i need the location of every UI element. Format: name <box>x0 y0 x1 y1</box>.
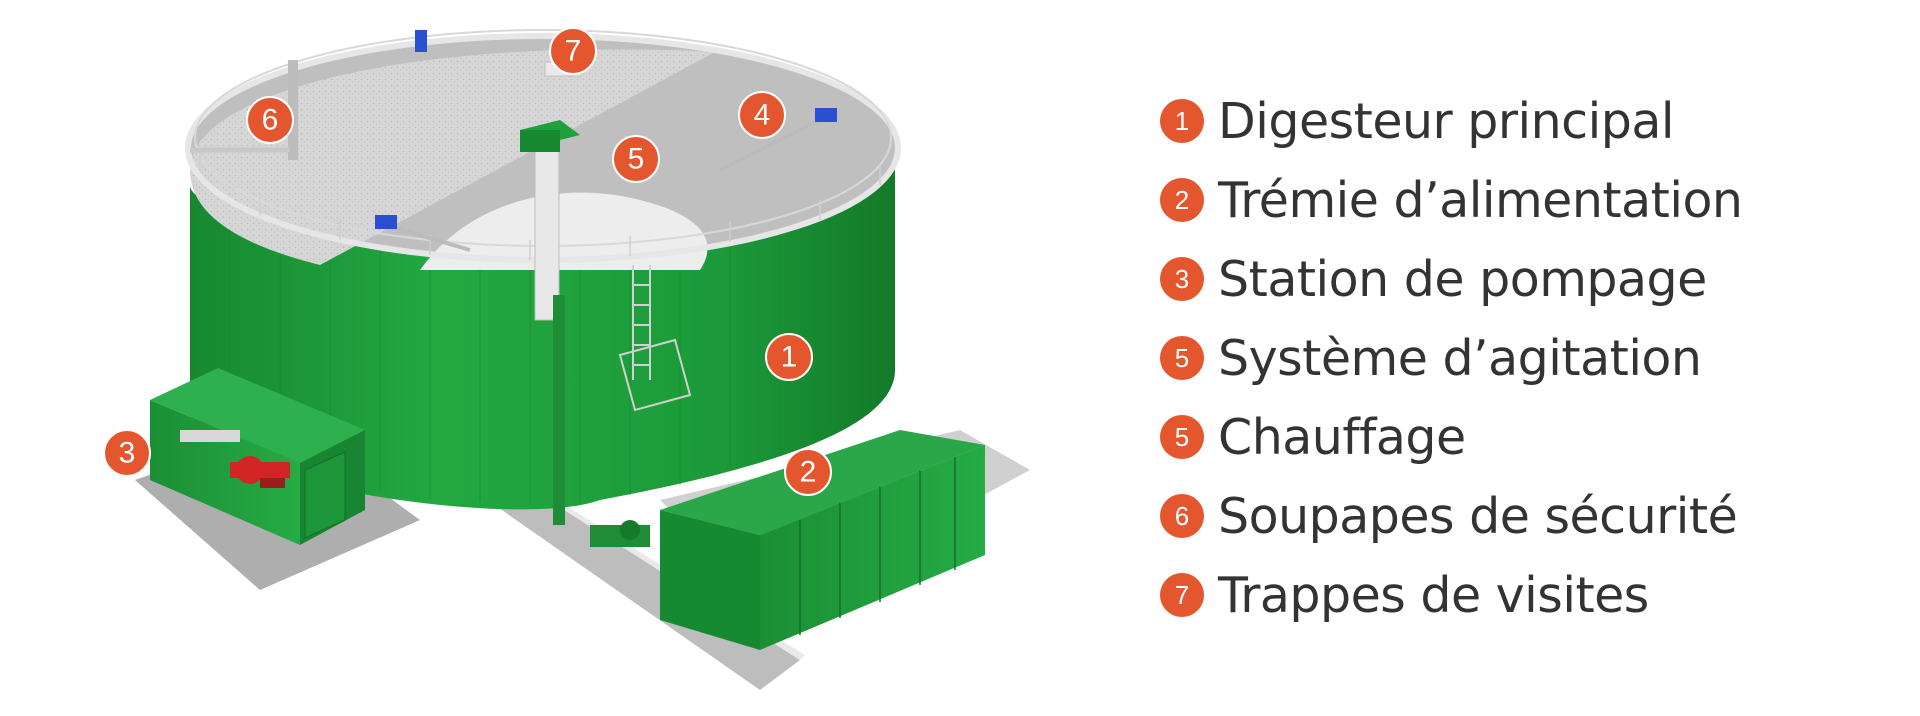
callout-3-number: 3 <box>119 437 136 470</box>
callout-1-badge <box>765 333 813 381</box>
roof-gravel <box>190 49 715 265</box>
legend-item: 3 Station de pompage <box>1160 250 1900 308</box>
legend-badge: 3 <box>1160 257 1204 301</box>
legend-label: Station de pompage <box>1218 250 1707 308</box>
feed-pipe <box>553 295 565 525</box>
pump-machinery <box>180 430 290 488</box>
agitator-motor <box>815 108 837 122</box>
callout-5: 5 <box>612 135 660 183</box>
legend-item: 6 Soupapes de sécurité <box>1160 487 1900 545</box>
callout-3-badge <box>103 429 151 477</box>
callout-2-badge <box>784 448 832 496</box>
legend-badge: 6 <box>1160 494 1204 538</box>
legend-label: Soupapes de sécurité <box>1218 487 1738 545</box>
legend-item: 2 Trémie d’alimentation <box>1160 171 1900 229</box>
callout-6-badge <box>246 96 294 144</box>
callout-2: 2 <box>784 448 832 496</box>
callout-7-number: 7 <box>565 35 582 68</box>
callout-2-number: 2 <box>800 456 817 489</box>
callout-6: 6 <box>246 96 294 144</box>
callout-4-number: 4 <box>754 99 771 132</box>
digester-illustration: 1 2 3 4 5 6 7 <box>103 27 1030 690</box>
legend-badge: 5 <box>1160 415 1204 459</box>
callout-1: 1 <box>765 333 813 381</box>
callout-3: 3 <box>103 429 151 477</box>
rail-posts <box>199 150 881 260</box>
legend-item: 5 Système d’agitation <box>1160 329 1900 387</box>
callout-4-badge <box>738 91 786 139</box>
callout-7-badge <box>549 27 597 75</box>
central-column <box>534 149 560 321</box>
column-top-box-front <box>520 130 560 152</box>
callout-5-badge <box>612 135 660 183</box>
legend-label: Chauffage <box>1218 408 1466 466</box>
ladder-cage <box>618 338 692 412</box>
legend-item: 7 Trappes de visites <box>1160 566 1900 624</box>
safety-valve <box>288 60 298 160</box>
access-ladder <box>632 265 651 380</box>
hopper-screw-conveyor <box>590 520 650 547</box>
feed-hopper-front <box>760 445 985 650</box>
feed-hopper <box>660 510 760 650</box>
pump-container-top <box>150 368 365 463</box>
legend-badge: 7 <box>1160 573 1204 617</box>
agitator-motor-3 <box>415 30 427 52</box>
legend-label: Trappes de visites <box>1218 566 1649 624</box>
hopper-ribs <box>799 457 956 635</box>
legend: 1 Digesteur principal 2 Trémie d’aliment… <box>1160 92 1900 645</box>
agitator-motor-2 <box>375 215 397 229</box>
legend-label: Digesteur principal <box>1218 92 1674 150</box>
legend-badge: 2 <box>1160 178 1204 222</box>
callout-4: 4 <box>738 91 786 139</box>
inner-dome <box>420 192 708 270</box>
callout-7: 7 <box>549 27 597 75</box>
legend-item: 1 Digesteur principal <box>1160 92 1900 150</box>
legend-badge: 5 <box>1160 336 1204 380</box>
wall-ribs <box>229 198 831 505</box>
callout-1-number: 1 <box>781 341 798 374</box>
agitator-shaft-2 <box>384 223 471 252</box>
agitator-shaft <box>719 118 821 172</box>
pump-container-door <box>304 451 346 539</box>
callout-6-number: 6 <box>262 104 279 137</box>
legend-label: Système d’agitation <box>1218 329 1702 387</box>
legend-item: 5 Chauffage <box>1160 408 1900 466</box>
legend-badge: 1 <box>1160 99 1204 143</box>
legend-label: Trémie d’alimentation <box>1218 171 1743 229</box>
callout-5-number: 5 <box>628 143 645 176</box>
